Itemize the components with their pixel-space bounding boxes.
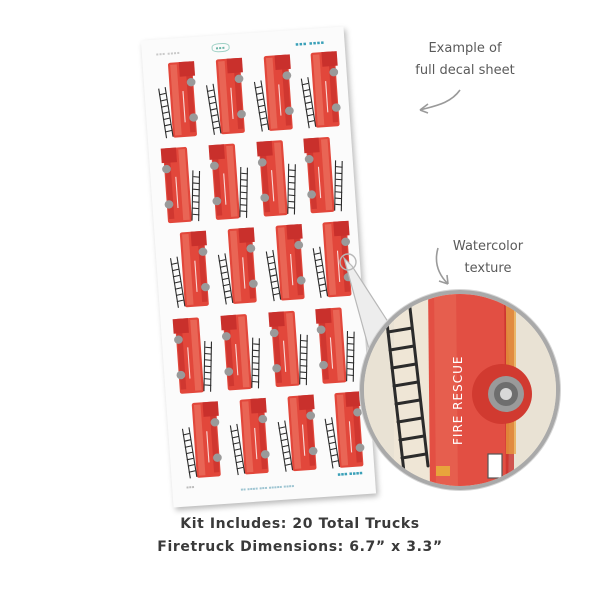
decal-truck bbox=[224, 395, 273, 477]
caption-dimensions: Firetruck Dimensions: 6.7” x 3.3” bbox=[157, 539, 443, 555]
fire-truck-icon bbox=[172, 317, 212, 394]
fire-truck-icon bbox=[267, 310, 308, 387]
curved-arrow-icon bbox=[435, 247, 449, 285]
fire-truck-icon bbox=[217, 227, 258, 305]
caption-kit-includes: Kit Includes: 20 Total Trucks bbox=[180, 516, 420, 532]
decal-truck bbox=[313, 304, 362, 386]
truck-grid bbox=[152, 49, 368, 481]
decal-truck bbox=[170, 314, 219, 396]
decal-truck bbox=[212, 225, 261, 307]
annotation-decal-sheet-line2: full decal sheet bbox=[415, 63, 515, 78]
decal-truck bbox=[248, 52, 297, 134]
fire-truck-icon bbox=[160, 147, 201, 224]
zoom-circle-icon bbox=[360, 290, 560, 490]
truck-label-text: FIRE RESCUE bbox=[451, 355, 465, 445]
decal-truck bbox=[164, 229, 213, 311]
annotation-watercolor-line1: Watercolor bbox=[452, 239, 524, 254]
annotation-watercolor: Watercolor texture bbox=[450, 236, 526, 280]
fire-truck-icon bbox=[181, 401, 222, 479]
fire-truck-icon bbox=[205, 57, 246, 135]
fire-truck-icon bbox=[170, 231, 210, 309]
fire-truck-icon bbox=[303, 137, 343, 214]
decal-truck bbox=[295, 49, 344, 131]
annotation-watercolor-line2: texture bbox=[464, 261, 512, 276]
fire-truck-icon bbox=[324, 391, 365, 469]
fire-truck-icon bbox=[301, 51, 341, 129]
decal-truck bbox=[176, 399, 225, 481]
decal-sheet: ▪▪▪ ▪▪▪▪ ▪▪▪ ▪▪▪ ▪▪▪▪ ▪▪▪ ▪▪ ▪▪▪▪ ▪▪▪ ▪▪… bbox=[140, 26, 377, 508]
annotation-decal-sheet-line1: Example of bbox=[428, 41, 502, 56]
zoomed-truck-detail bbox=[364, 294, 556, 486]
decal-truck bbox=[266, 307, 315, 389]
decal-truck bbox=[152, 59, 201, 141]
annotation-decal-sheet: Example of full decal sheet bbox=[404, 38, 526, 82]
decal-truck bbox=[158, 144, 207, 226]
fire-truck-icon bbox=[277, 394, 318, 472]
fire-truck-icon bbox=[229, 397, 270, 475]
decal-truck bbox=[260, 222, 309, 304]
decal-truck bbox=[271, 392, 320, 474]
fire-truck-icon bbox=[220, 313, 260, 391]
fire-truck-icon bbox=[253, 54, 294, 132]
fire-truck-icon bbox=[208, 143, 248, 221]
fire-truck-icon bbox=[255, 140, 296, 217]
fire-truck-icon bbox=[315, 307, 355, 384]
decal-truck bbox=[301, 134, 350, 216]
decal-truck bbox=[218, 310, 267, 392]
decal-truck bbox=[206, 140, 255, 222]
decal-truck bbox=[319, 389, 368, 471]
curved-arrow-icon bbox=[419, 89, 461, 114]
decal-truck bbox=[254, 137, 303, 219]
fire-truck-icon bbox=[265, 224, 306, 302]
decal-truck bbox=[200, 56, 249, 138]
fire-truck-icon bbox=[158, 61, 198, 139]
